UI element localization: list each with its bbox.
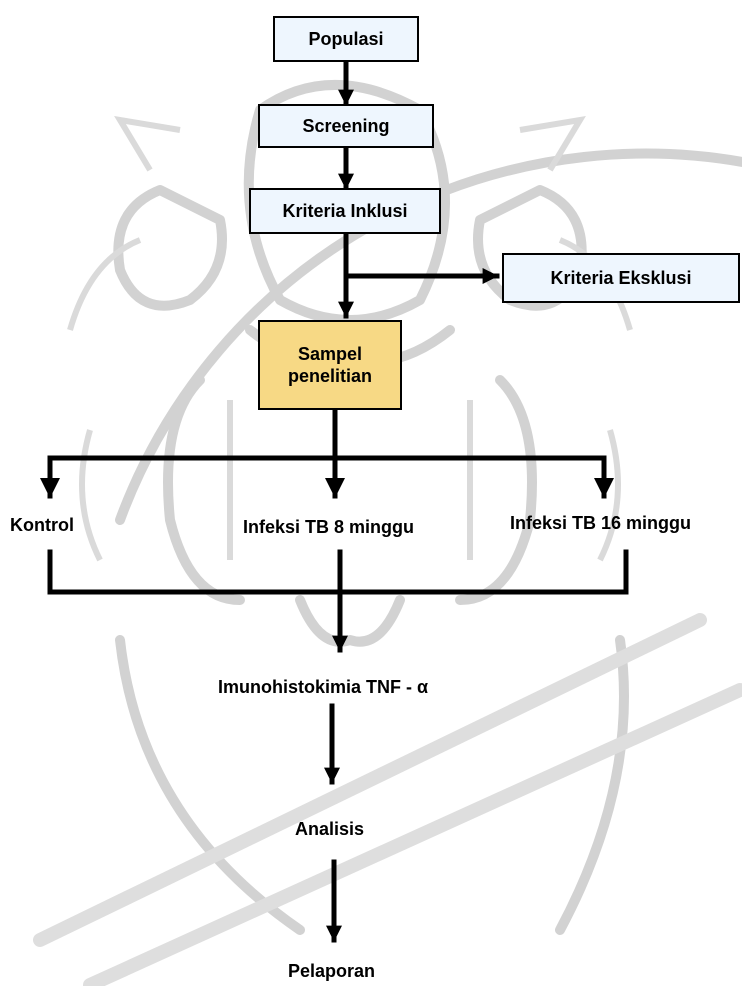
- box-populasi: Populasi: [273, 16, 419, 62]
- group-infeksi-16: Infeksi TB 16 minggu: [510, 513, 692, 533]
- step-pelaporan: Pelaporan: [288, 961, 376, 981]
- box-sampel-penelitian: Sampel penelitian: [258, 320, 402, 410]
- sampel-label-line1: Sampel: [297, 344, 363, 364]
- populasi-label: Populasi: [308, 29, 384, 49]
- group-kontrol: Kontrol: [10, 515, 74, 535]
- group-infeksi-8: Infeksi TB 8 minggu: [243, 517, 415, 537]
- box-screening: Screening: [258, 104, 434, 148]
- box-kriteria-eksklusi: Kriteria Eksklusi: [502, 253, 740, 303]
- step-analisis: Analisis: [295, 819, 365, 839]
- screening-label: Screening: [302, 116, 390, 136]
- box-kriteria-inklusi: Kriteria Inklusi: [249, 188, 441, 234]
- sampel-label-line2: penelitian: [287, 366, 372, 386]
- step-imunohistokimia: Imunohistokimia TNF - α: [218, 677, 429, 697]
- kriteria-eksklusi-label: Kriteria Eksklusi: [550, 268, 692, 288]
- kriteria-inklusi-label: Kriteria Inklusi: [282, 201, 408, 221]
